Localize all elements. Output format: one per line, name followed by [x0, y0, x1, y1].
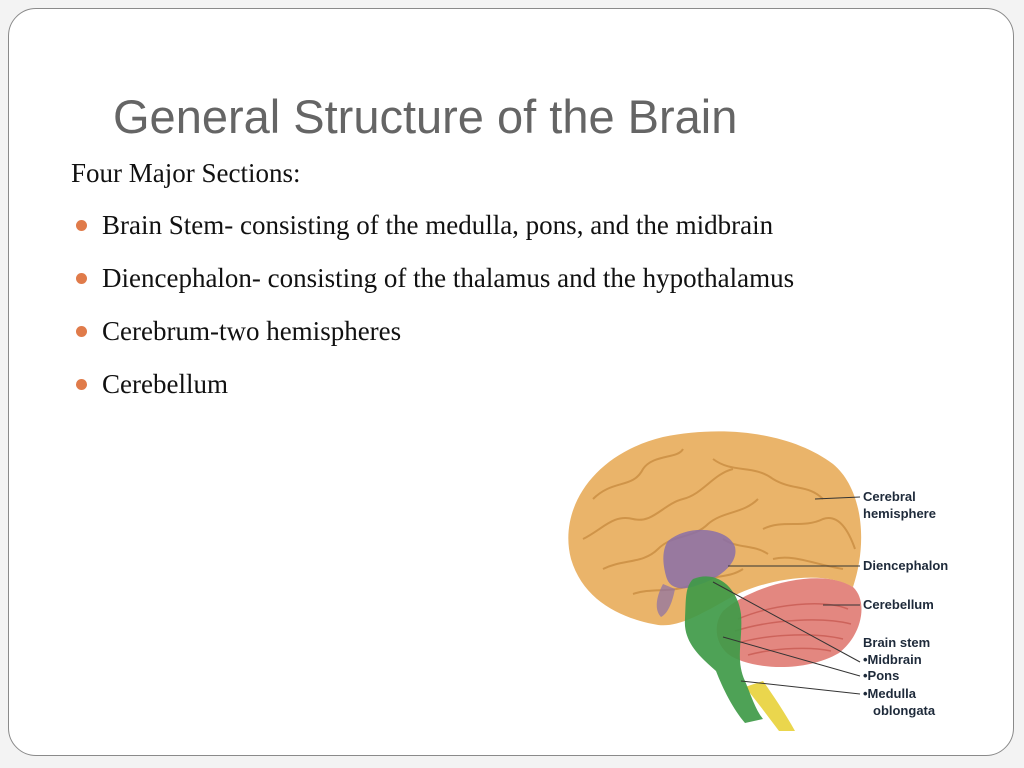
- bullet-text: Diencephalon- consisting of the thalamus…: [102, 263, 795, 293]
- brain-diagram: Cerebral hemisphere Diencephalon Cerebel…: [523, 419, 983, 739]
- bullet-text: Brain Stem- consisting of the medulla, p…: [102, 210, 774, 240]
- label-pons: •Pons: [863, 668, 899, 683]
- diencephalon-shape: [663, 529, 736, 589]
- slide: General Structure of the Brain Four Majo…: [8, 8, 1014, 756]
- label-cerebral-hemisphere: hemisphere: [863, 506, 936, 521]
- bullet-text: Cerebrum-two hemispheres: [102, 316, 402, 346]
- bullet-dot-icon: [76, 220, 87, 231]
- bullet-item: Cerebrum-two hemispheres: [71, 316, 794, 369]
- label-cerebellum: Cerebellum: [863, 597, 934, 612]
- brain-stem-shape: [684, 576, 763, 723]
- cerebrum-shape: [568, 431, 862, 626]
- intro-text: Four Major Sections:: [71, 158, 301, 188]
- label-medulla: oblongata: [873, 703, 936, 718]
- cerebellum-folia: [734, 603, 852, 656]
- bullet-list: Brain Stem- consisting of the medulla, p…: [71, 210, 794, 422]
- label-diencephalon: Diencephalon: [863, 558, 948, 573]
- bullet-dot-icon: [76, 273, 87, 284]
- label-brain-stem: Brain stem: [863, 635, 930, 650]
- hypothalamus-shape: [656, 584, 675, 617]
- brain-diagram-svg: Cerebral hemisphere Diencephalon Cerebel…: [568, 431, 948, 731]
- bullet-item: Diencephalon- consisting of the thalamus…: [71, 263, 794, 316]
- leader-lines: [712, 496, 861, 695]
- label-midbrain: •Midbrain: [863, 652, 922, 667]
- bullet-text: Cerebellum: [102, 369, 228, 399]
- bullet-dot-icon: [76, 326, 87, 337]
- label-medulla: •Medulla: [863, 686, 917, 701]
- label-cerebral-hemisphere: Cerebral: [863, 489, 916, 504]
- bullet-item: Brain Stem- consisting of the medulla, p…: [71, 210, 794, 263]
- spinal-cord-shape: [745, 681, 795, 731]
- bullet-item: Cerebellum: [71, 369, 794, 422]
- cerebellum-shape: [716, 578, 862, 668]
- bullet-dot-icon: [76, 379, 87, 390]
- slide-title: General Structure of the Brain: [113, 90, 738, 143]
